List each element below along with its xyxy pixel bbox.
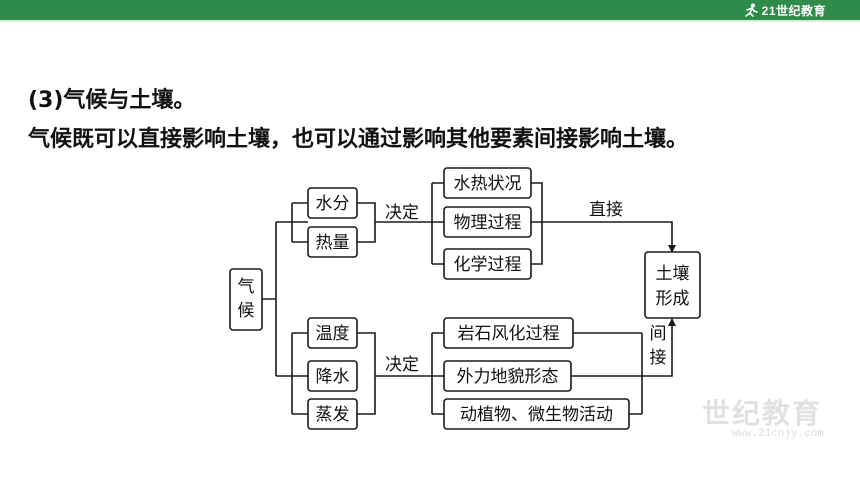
section-subtitle: 气候既可以直接影响土壤，也可以通过影响其他要素间接影响土壤。 [28,127,689,152]
watermark-logo: 世纪教育 [701,398,822,429]
brand-name: 21世纪教育 [761,3,826,18]
upper-connector-label: 决定 [385,203,419,223]
indirect-label-1: 间 [650,324,667,344]
node-heat-label: 热量 [316,233,350,253]
node-precipitation: 降水 [307,360,358,392]
node-precipitation-label: 降水 [316,367,350,387]
node-landform: 外力地貌形态 [443,360,572,392]
brand-logo: 21世纪教育 [744,2,826,18]
node-soil-formation-label-1: 土壤 [656,263,690,284]
node-chemical-process: 化学过程 [443,248,532,280]
node-temperature-label: 温度 [316,324,350,344]
node-physical-process-label: 物理过程 [454,213,522,233]
node-hydrothermal: 水热状况 [443,167,532,199]
node-soil-formation: 土壤 形成 [644,251,701,319]
node-climate-label-1: 气 [238,277,255,297]
watermark-url: www.21cnjy.com [731,428,824,440]
node-temperature: 温度 [307,317,358,349]
top-bar-stripe [0,20,860,22]
node-rock-weathering: 岩石风化过程 [443,317,574,349]
node-organism-activity-label: 动植物、微生物活动 [460,405,613,425]
node-physical-process: 物理过程 [443,206,532,238]
node-climate-label-2: 候 [238,301,255,321]
node-organism-activity: 动植物、微生物活动 [443,398,630,430]
lower-connector-label: 决定 [385,355,419,375]
node-evaporation-label: 蒸发 [316,405,350,425]
node-landform-label: 外力地貌形态 [457,367,559,387]
node-soil-formation-label-2: 形成 [656,289,690,309]
node-climate: 气 候 [229,268,263,331]
top-bar [0,0,860,20]
runner-icon [744,3,758,17]
node-water-label: 水分 [316,194,350,214]
indirect-label-2: 接 [650,348,667,368]
section-heading: (3)气候与土壤。 [28,88,196,113]
node-water: 水分 [307,187,358,219]
node-rock-weathering-label: 岩石风化过程 [458,324,560,344]
direct-label: 直接 [589,200,623,220]
diagram-connectors [262,182,676,415]
node-chemical-process-label: 化学过程 [454,255,522,275]
node-evaporation: 蒸发 [307,398,358,430]
node-hydrothermal-label: 水热状况 [454,174,522,194]
node-heat: 热量 [307,226,358,258]
